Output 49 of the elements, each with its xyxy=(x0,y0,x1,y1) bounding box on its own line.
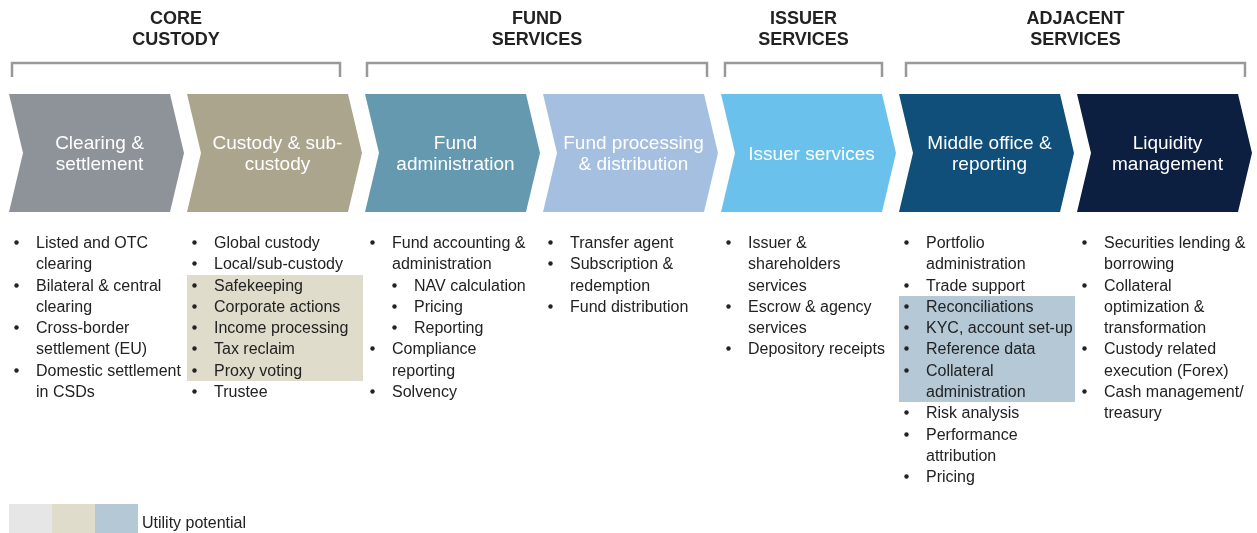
chevron-label: Issuer services xyxy=(747,142,876,164)
bullet-item: Securities lending & borrowing xyxy=(1104,234,1246,273)
bullet-item: Reconciliations xyxy=(926,297,1034,315)
bullet-item: Safekeeping xyxy=(214,276,303,294)
chevron-label: Liquidity management xyxy=(1111,132,1224,174)
chevron-label: Fund processing & distribution xyxy=(562,132,705,174)
group-heading: FUND SERVICES xyxy=(490,8,584,50)
bullet-item: Fund distribution xyxy=(570,297,689,315)
bullet-item: Cash management/ treasury xyxy=(1104,383,1244,422)
bullet-item: KYC, account set-up xyxy=(926,319,1073,337)
group-heading: ISSUER SERVICES xyxy=(757,8,850,50)
bullet-item: Local/sub-custody xyxy=(214,255,343,273)
bullet-item: Custody related execution (Forex) xyxy=(1104,340,1229,379)
bullet-item: Solvency xyxy=(392,383,457,401)
bullet-item: Domestic settlement in CSDs xyxy=(36,361,181,401)
bullet-item: Global custody xyxy=(214,234,320,251)
group-heading: ADJACENT SERVICES xyxy=(1025,8,1126,50)
bullet-item: Cross-border settlement (EU) xyxy=(36,319,148,358)
bullet-item: Trade support xyxy=(926,276,1025,294)
legend-label: Utility potential xyxy=(142,514,247,532)
bullet-item: Depository receipts xyxy=(748,340,885,358)
chevron-label: Clearing & settlement xyxy=(54,132,145,174)
bullet-item: Risk analysis xyxy=(926,404,1020,422)
bullet-item: Reporting xyxy=(414,319,484,337)
bullet-item: Listed and OTC clearing xyxy=(36,234,149,273)
bullet-item: Tax reclaim xyxy=(214,340,295,358)
bullet-item: Performance attribution xyxy=(926,425,1018,464)
bullet-item: Collateral optimization & transformation xyxy=(1104,276,1207,337)
chevron-label: Custody & sub-custody xyxy=(211,132,344,174)
chevron-label: Fund administration xyxy=(395,132,516,174)
bullet-item: NAV calculation xyxy=(414,276,526,294)
bullet-item: Pricing xyxy=(414,297,463,315)
bullet-item: Pricing xyxy=(926,468,975,486)
bullet-item: Fund accounting & administration xyxy=(392,234,526,273)
bullet-item: Issuer & shareholders services xyxy=(748,234,841,294)
bullet-item: Collateral administration xyxy=(926,361,1026,401)
bullet-item: Proxy voting xyxy=(214,361,303,379)
bullet-item: Reference data xyxy=(926,340,1036,358)
group-heading: CORE CUSTODY xyxy=(131,8,221,50)
chevron-label: Middle office & reporting xyxy=(926,132,1053,174)
bullet-item: Escrow & agency services xyxy=(748,297,872,337)
bullet-item: Subscription & redemption xyxy=(570,255,674,294)
bullet-item: Bilateral & central clearing xyxy=(36,276,162,315)
bullet-item: Corporate actions xyxy=(214,297,341,315)
bullet-item: Compliance reporting xyxy=(392,340,477,379)
bullet-item: Portfolio administration xyxy=(926,234,1026,273)
bullet-item: Trustee xyxy=(214,383,268,401)
bullet-item: Transfer agent xyxy=(570,234,674,251)
bullet-item: Income processing xyxy=(214,319,349,337)
